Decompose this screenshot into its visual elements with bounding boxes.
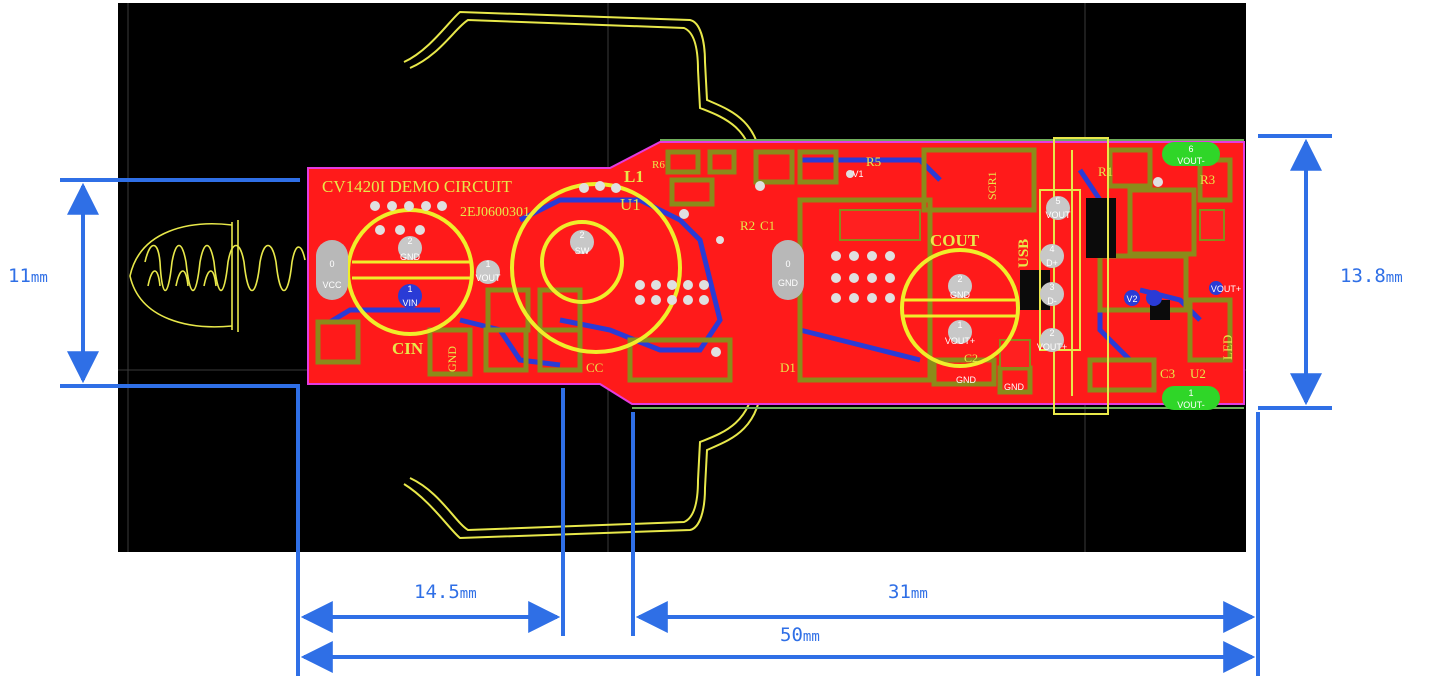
silk-l1: L1 xyxy=(624,167,644,186)
usb-pin3-pad xyxy=(1040,282,1064,306)
usb-pin4-pad xyxy=(1040,244,1064,268)
usb3-num: 3 xyxy=(1049,282,1054,292)
dimension-lines xyxy=(60,134,1332,676)
cout-vout-num: 1 xyxy=(957,320,962,330)
out-bot-num: 1 xyxy=(1188,388,1193,398)
out-bot-net: VOUT- xyxy=(1177,400,1205,410)
v2-net: V2 xyxy=(1126,294,1137,304)
via-dots xyxy=(370,170,1163,357)
usb-connector-outline xyxy=(1039,137,1109,415)
vcc-pad-num: 0 xyxy=(329,259,334,269)
l1-sw-num: 2 xyxy=(579,230,584,240)
silk-r5: R5 xyxy=(866,154,881,169)
silk-d1: D1 xyxy=(780,360,796,375)
silk-scr1: SCR1 xyxy=(985,171,999,200)
cin-gnd-net: GND xyxy=(400,252,421,262)
cin-vout-net: VOUT xyxy=(475,273,501,283)
silk-c2: C2 xyxy=(964,351,978,365)
v1-net: V1 xyxy=(852,169,863,179)
dim-width-total-label: 50mm xyxy=(780,624,820,646)
out-top-num: 6 xyxy=(1188,144,1193,154)
dim-width-left-label: 14.5mm xyxy=(414,581,477,603)
silk-usb: USB xyxy=(1016,239,1032,268)
cout-vout-net: VOUT+ xyxy=(945,336,975,346)
gnd-mid-num: 0 xyxy=(785,259,790,269)
spring-outline xyxy=(129,220,306,332)
silk-code: 2EJ0600301 xyxy=(460,205,530,220)
cin-vin-num: 1 xyxy=(407,284,412,294)
silk-r6: R6 xyxy=(652,159,665,171)
cin-gnd-pad xyxy=(398,236,422,260)
silk-gnd: GND xyxy=(445,346,459,372)
cout-gnd-num: 2 xyxy=(957,274,962,284)
pad-labels: 0 VCC 0 GND 2 GND 1 VIN 1 VOUT 2 SW 2 GN… xyxy=(322,144,1241,410)
silk-r3: R3 xyxy=(1200,172,1215,187)
out-top-net: VOUT- xyxy=(1177,156,1205,166)
led-vout-net: VOUT+ xyxy=(1211,284,1241,294)
vcc-pad xyxy=(316,240,348,300)
silk-c1: C1 xyxy=(760,218,775,233)
dimension-labels: 11mm 13.8mm 14.5mm 31mm 50mm xyxy=(8,265,1403,646)
smd-pads xyxy=(839,209,1225,369)
silk-title: CV1420I DEMO CIRCUIT xyxy=(322,177,512,196)
gnd-small1-net: GND xyxy=(956,375,977,385)
dim-width-right-label: 31mm xyxy=(888,581,928,603)
gnd-mid-net: GND xyxy=(778,278,799,288)
led-vout-pad xyxy=(1209,281,1223,295)
cin-gnd-num: 2 xyxy=(407,236,412,246)
silk-u2: U2 xyxy=(1190,366,1206,381)
gnd-pad-mid xyxy=(772,240,804,300)
vcc-pad-net: VCC xyxy=(322,280,342,290)
silk-u1: U1 xyxy=(620,195,641,214)
dim-height-left-label: 11mm xyxy=(8,265,48,287)
silk-c3: C3 xyxy=(1160,366,1175,381)
gnd-small2-net: GND xyxy=(1004,382,1025,392)
v1-pad xyxy=(1146,290,1162,306)
usb2-net: VOUT+ xyxy=(1037,342,1067,352)
dark-regions xyxy=(1020,198,1170,320)
l1-sw-net: SW xyxy=(575,246,590,256)
cout-gnd-net: GND xyxy=(950,290,971,300)
cin-vin-net: VIN xyxy=(402,298,417,308)
usb-pin2-pad xyxy=(1040,328,1064,352)
cin-vout-pad xyxy=(476,260,500,284)
silk-led: LED xyxy=(1220,335,1235,360)
usb-pin5-pad xyxy=(1046,196,1070,220)
cin-vin-pad xyxy=(398,284,422,308)
usb5-net: VOUT xyxy=(1045,210,1071,220)
vout-top-pad xyxy=(1162,142,1220,166)
usb4-net: D+ xyxy=(1046,258,1058,268)
through-hole-pads xyxy=(316,142,1223,410)
silk-cin: CIN xyxy=(392,339,424,358)
vout-bottom-pad xyxy=(1162,386,1220,410)
silk-r1: R1 xyxy=(1098,164,1113,179)
dim-height-right-label: 13.8mm xyxy=(1340,265,1403,287)
usb5-num: 5 xyxy=(1055,196,1060,206)
v2-pad xyxy=(1124,290,1140,306)
silk-cc: CC xyxy=(586,360,603,375)
silkscreen-text: CV1420I DEMO CIRCUIT 2EJ0600301 L1 U1 CI… xyxy=(322,154,1235,381)
silk-cout: COUT xyxy=(930,231,980,250)
silk-r2: R2 xyxy=(740,218,755,233)
usb4-num: 4 xyxy=(1049,244,1054,254)
l1-sw-pad xyxy=(570,230,594,254)
usb3-net: D- xyxy=(1047,296,1057,306)
cout-gnd-pad xyxy=(948,274,972,298)
cin-vout-num: 1 xyxy=(485,259,490,269)
usb2-num: 2 xyxy=(1049,328,1054,338)
cout-vout-pad xyxy=(948,320,972,344)
